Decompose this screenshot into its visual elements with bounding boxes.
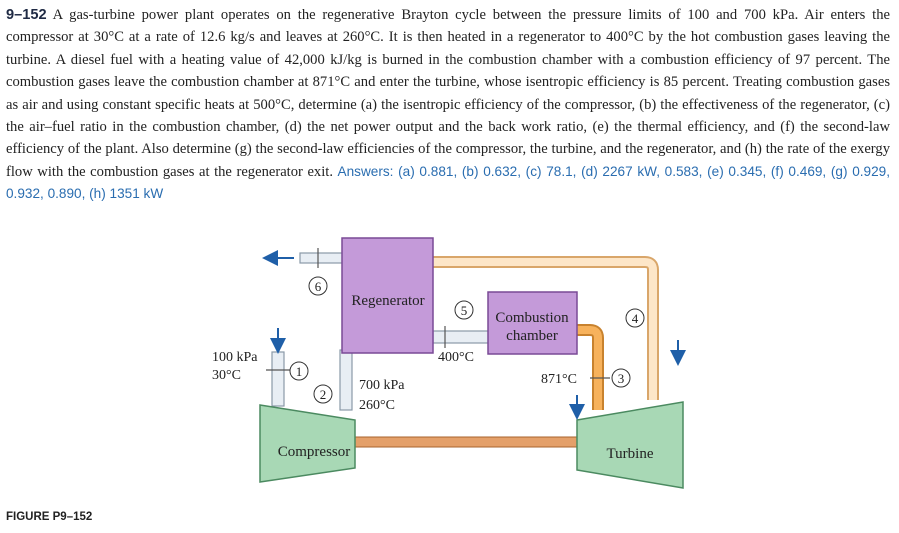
compressor bbox=[259, 404, 356, 483]
inlet-temperature-label: 30°C bbox=[212, 368, 241, 383]
svg-text:6: 6 bbox=[315, 279, 322, 294]
regenerator-box bbox=[341, 237, 434, 354]
compressor-exit-pressure-label: 700 kPa bbox=[359, 378, 405, 393]
combustion-label-line2: chamber bbox=[506, 328, 558, 344]
state-4-marker: 4 bbox=[625, 308, 645, 328]
state-1-marker: 1 bbox=[289, 361, 309, 381]
combustion-label-line1: Combustion bbox=[495, 310, 569, 326]
inlet-pressure-label: 100 kPa bbox=[212, 350, 258, 365]
problem-answers: Answers: (a) 0.881, (b) 0.632, (c) 78.1,… bbox=[6, 163, 890, 202]
state-5-marker: 5 bbox=[454, 300, 474, 320]
regenerator-exhaust-pipe bbox=[299, 252, 345, 264]
svg-text:4: 4 bbox=[632, 311, 639, 326]
svg-text:1: 1 bbox=[296, 364, 303, 379]
turbine-inlet-temperature-label: 871°C bbox=[541, 372, 577, 387]
state-2-marker: 2 bbox=[313, 384, 333, 404]
svg-text:2: 2 bbox=[320, 387, 327, 402]
svg-text:5: 5 bbox=[461, 303, 468, 318]
state-3-marker: 3 bbox=[611, 368, 631, 388]
problem-text: 9–152 A gas-turbine power plant operates… bbox=[6, 4, 890, 206]
regenerator-label: Regenerator bbox=[351, 293, 424, 309]
figure-label: FIGURE P9–152 bbox=[6, 511, 93, 523]
state-6-marker: 6 bbox=[308, 276, 328, 296]
problem-statement: A gas-turbine power plant operates on th… bbox=[6, 7, 890, 180]
turbine bbox=[576, 401, 684, 489]
regenerator-exit-temperature-label: 400°C bbox=[438, 350, 474, 365]
compressor-exit-temperature-label: 260°C bbox=[359, 398, 395, 413]
compressor-inlet-pipe bbox=[271, 351, 285, 407]
shaft bbox=[354, 436, 578, 448]
problem-number: 9–152 bbox=[6, 7, 47, 23]
compressor-label: Compressor bbox=[278, 444, 351, 460]
turbine-label: Turbine bbox=[607, 446, 654, 462]
regenerator-to-combustor-pipe bbox=[432, 330, 490, 344]
svg-text:3: 3 bbox=[618, 371, 625, 386]
compressor-exit-pipe bbox=[339, 349, 353, 411]
combustion-chamber-box bbox=[487, 291, 578, 355]
